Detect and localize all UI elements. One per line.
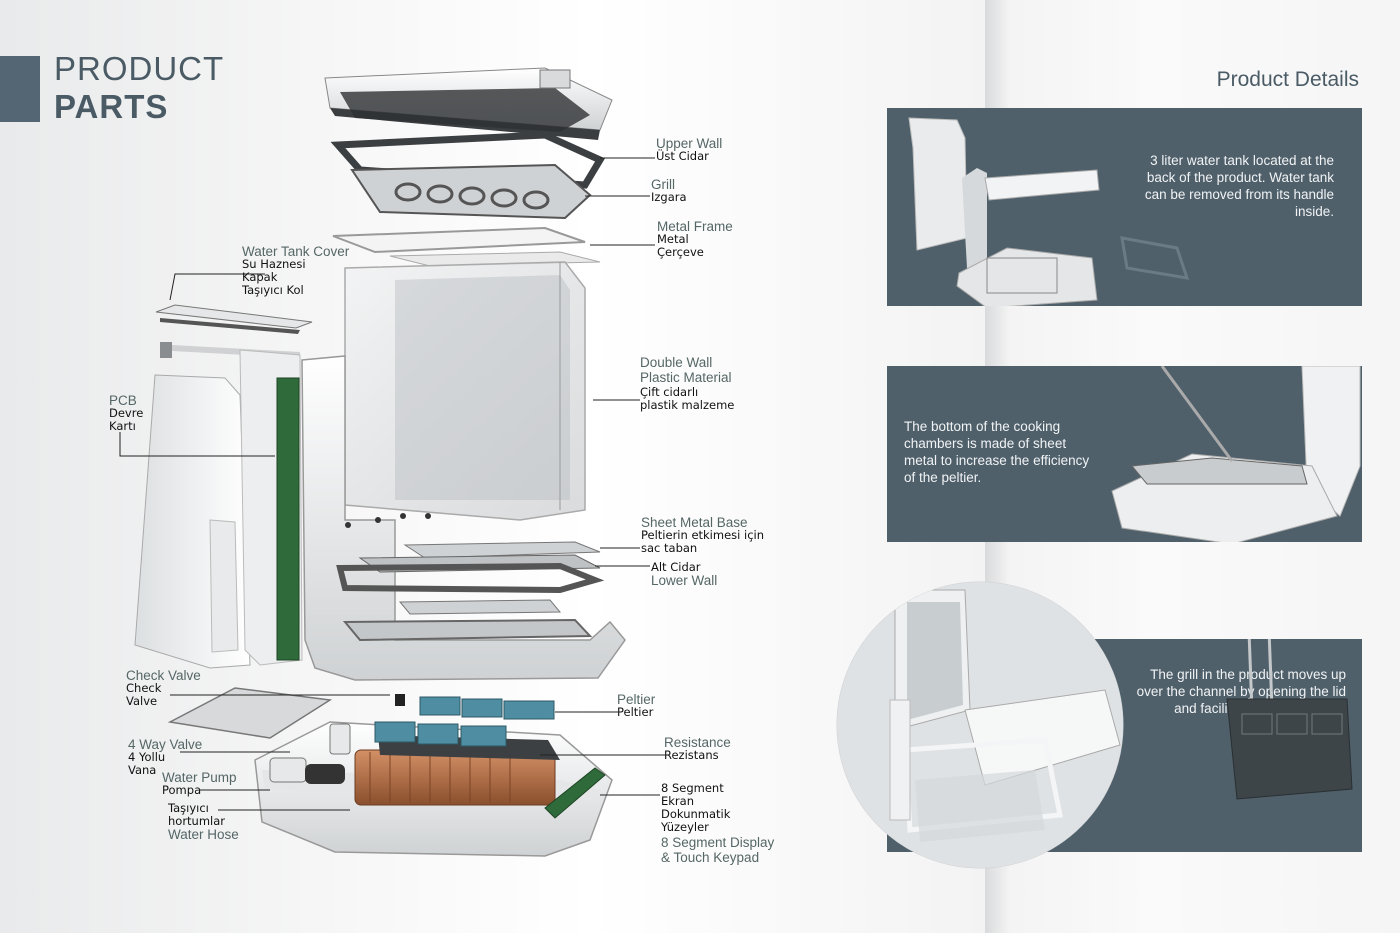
metal-frame-part xyxy=(332,226,601,267)
label-resistance-tr: Rezistans xyxy=(664,748,719,762)
label-double-wall-tr2: plastik malzeme xyxy=(640,398,735,412)
double-wall-part xyxy=(344,261,586,521)
label-check-valve-tr2: Valve xyxy=(126,694,158,708)
grill-part xyxy=(330,131,606,220)
label-pcb-en: PCB xyxy=(109,393,137,408)
water-tank-cover-part xyxy=(155,304,313,358)
label-metal-frame: Metal Frame Metal Çerçeve xyxy=(657,220,733,259)
label-grill: Grill Izgara xyxy=(651,178,687,204)
label-display: 8 Segment Ekran Dokunmatik Yüzeyler 8 Se… xyxy=(661,781,775,865)
label-water-tank-cover-tr1: Su Haznesi xyxy=(242,257,306,271)
label-display-en2: & Touch Keypad xyxy=(661,850,760,865)
upper-wall-part xyxy=(324,67,613,140)
central-frame xyxy=(301,355,626,681)
label-water-pump: Water Pump Pompa xyxy=(162,771,237,797)
label-metal-frame-tr1: Metal xyxy=(657,232,689,246)
label-four-way-valve-tr1: 4 Yollu xyxy=(128,750,166,764)
label-double-wall-en1: Double Wall xyxy=(640,355,713,370)
label-pcb: PCB Devre Kartı xyxy=(109,394,143,433)
title-accent-block xyxy=(0,56,40,122)
label-water-tank-cover-tr3: Taşıyıcı Kol xyxy=(242,283,304,297)
page-title-line2: PARTS xyxy=(54,88,169,125)
label-check-valve: Check Valve Check Valve xyxy=(126,669,201,708)
detail-text-sheet-metal: The bottom of the cooking chambers is ma… xyxy=(904,419,1090,485)
label-check-valve-tr1: Check xyxy=(126,681,162,695)
detail-panel-sheet-metal: The bottom of the cooking chambers is ma… xyxy=(887,366,1362,542)
label-water-tank-cover-tr2: Kapak xyxy=(242,270,278,284)
label-display-tr2: Ekran xyxy=(661,794,694,808)
label-sheet-metal-base-en: Sheet Metal Base xyxy=(641,515,748,530)
label-double-wall-tr1: Çift cidarlı xyxy=(640,385,699,399)
label-sheet-metal-base-tr1: Peltierin etkimesi için xyxy=(641,528,765,542)
label-water-tank-cover-en: Water Tank Cover xyxy=(242,244,350,259)
label-display-tr1: 8 Segment xyxy=(661,781,724,795)
label-water-hose-tr2: hortumlar xyxy=(168,814,226,828)
label-double-wall-en2: Plastic Material xyxy=(640,370,732,385)
label-check-valve-en: Check Valve xyxy=(126,668,201,683)
peltier-part xyxy=(374,696,555,747)
label-sheet-metal-base: Sheet Metal Base Peltierin etkimesi için… xyxy=(641,516,764,555)
label-grill-tr: Izgara xyxy=(651,190,687,204)
label-resistance-en: Resistance xyxy=(664,735,731,750)
label-pcb-tr1: Devre xyxy=(109,406,144,420)
label-upper-wall-en: Upper Wall xyxy=(656,136,723,151)
label-peltier: Peltier Peltier xyxy=(617,693,655,719)
label-lower-wall-en: Lower Wall xyxy=(651,573,718,588)
label-four-way-valve: 4 Way Valve 4 Yollu Vana xyxy=(128,738,202,777)
label-pcb-tr2: Kartı xyxy=(109,419,136,433)
label-display-en1: 8 Segment Display xyxy=(661,835,775,850)
label-peltier-en: Peltier xyxy=(617,692,656,707)
cooking-chamber-render xyxy=(1111,366,1361,542)
label-peltier-tr: Peltier xyxy=(617,705,654,719)
leader-lines xyxy=(119,157,665,811)
detail-panel-water-tank: 3 liter water tank located at the back o… xyxy=(887,108,1362,306)
detail-text-water-tank: 3 liter water tank located at the back o… xyxy=(1144,153,1334,219)
display-pcb-part xyxy=(544,767,606,819)
label-lower-wall-tr: Alt Cidar xyxy=(651,560,701,574)
label-water-pump-en: Water Pump xyxy=(162,770,237,785)
check-valve-tray xyxy=(167,687,333,739)
label-water-hose: Taşıyıcı hortumlar Water Hose xyxy=(168,801,239,842)
water-tank-render xyxy=(908,117,1190,306)
label-water-tank-cover: Water Tank Cover Su Haznesi Kapak Taşıyı… xyxy=(242,245,349,297)
sheet-metal-base-part xyxy=(336,541,605,642)
label-water-hose-en: Water Hose xyxy=(168,827,239,842)
label-grill-en: Grill xyxy=(651,177,675,192)
label-metal-frame-tr2: Çerçeve xyxy=(657,245,704,259)
label-upper-wall-tr: Üst Cidar xyxy=(656,149,709,163)
label-water-pump-tr: Pompa xyxy=(162,783,202,797)
pcb-part xyxy=(276,377,300,661)
details-title: Product Details xyxy=(1216,68,1359,91)
label-resistance: Resistance Rezistans xyxy=(664,736,731,762)
pump-and-valves xyxy=(269,694,405,784)
resistance-part xyxy=(354,735,560,806)
label-water-hose-tr1: Taşıyıcı xyxy=(168,801,209,815)
label-sheet-metal-base-tr2: sac taban xyxy=(641,541,698,555)
label-display-tr4: Yüzeyler xyxy=(661,820,709,834)
exploded-product-illustration xyxy=(119,67,665,857)
label-lower-wall: Alt Cidar Lower Wall xyxy=(651,560,718,588)
label-metal-frame-en: Metal Frame xyxy=(657,219,733,234)
label-display-tr3: Dokunmatik xyxy=(661,807,731,821)
label-four-way-valve-en: 4 Way Valve xyxy=(128,737,203,752)
label-four-way-valve-tr2: Vana xyxy=(128,763,157,777)
label-double-wall: Double Wall Plastic Material Çift cidarl… xyxy=(640,356,734,412)
grill-detail-circle xyxy=(836,581,1124,869)
label-upper-wall: Upper Wall Üst Cidar xyxy=(656,137,722,163)
grill-lift-render xyxy=(1226,639,1353,800)
page-title-line1: PRODUCT xyxy=(54,50,225,87)
